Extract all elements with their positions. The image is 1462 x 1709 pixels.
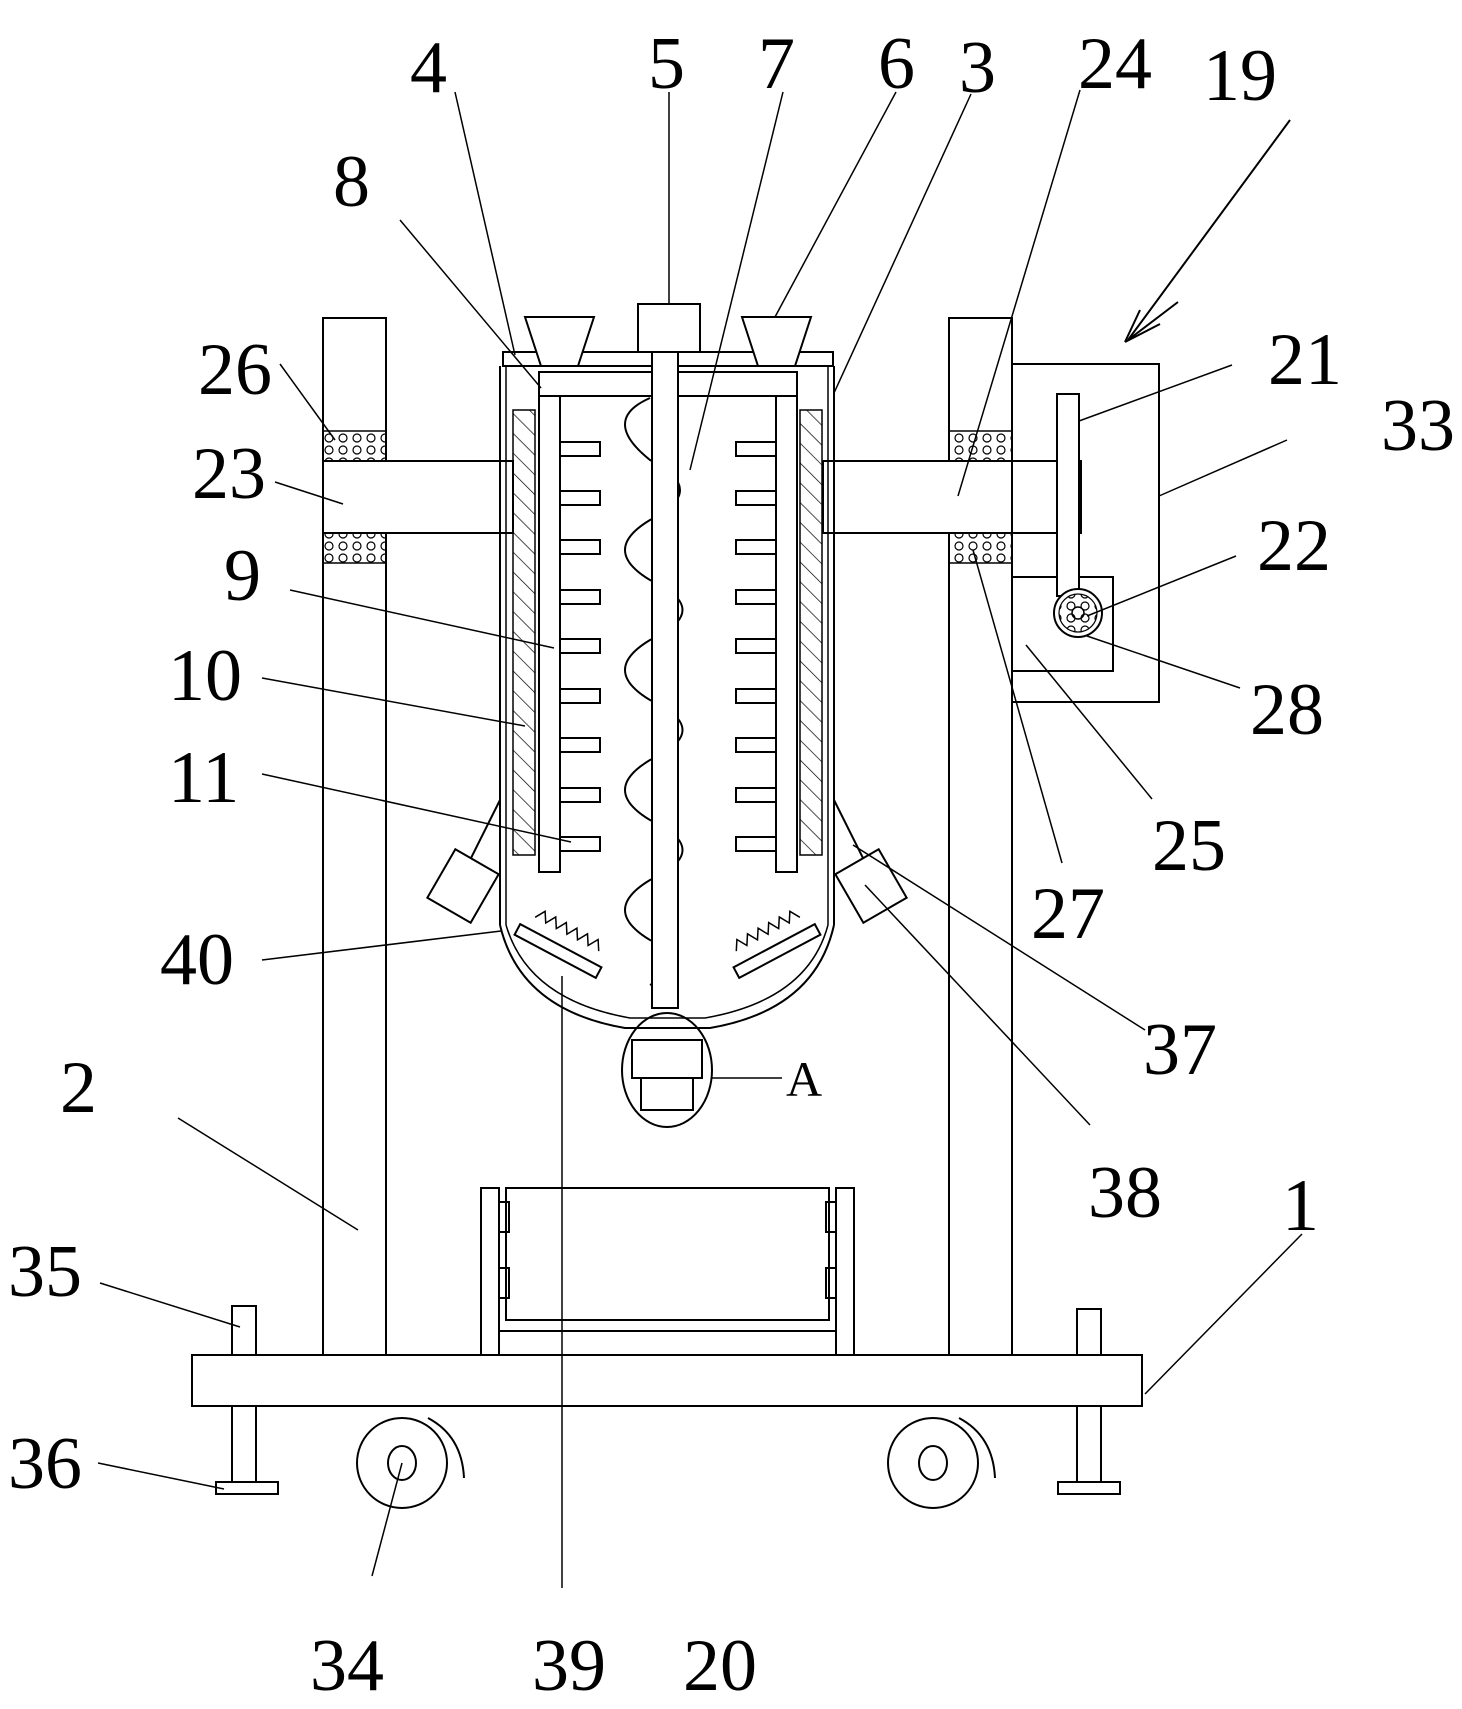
label-1: 1 — [1282, 1165, 1319, 1247]
columns — [322, 317, 1013, 1356]
label-8: 8 — [333, 141, 370, 223]
label-26: 26 — [198, 329, 272, 411]
label-19: 19 — [1203, 35, 1277, 117]
label-22: 22 — [1257, 505, 1331, 587]
label-21: 21 — [1268, 319, 1342, 401]
support-feet — [215, 1305, 1121, 1495]
label-37: 37 — [1143, 1009, 1217, 1091]
part-labels: 1 2 3 4 5 6 7 8 9 10 11 19 20 21 22 23 2… — [8, 23, 1455, 1707]
label-9: 9 — [224, 535, 261, 617]
label-36: 36 — [8, 1423, 82, 1505]
label-34: 34 — [310, 1625, 384, 1707]
collection-box — [480, 1187, 855, 1356]
label-5: 5 — [648, 23, 685, 105]
label-20: 20 — [683, 1625, 757, 1707]
label-6: 6 — [878, 23, 915, 105]
label-39: 39 — [532, 1625, 606, 1707]
label-2: 2 — [60, 1047, 97, 1129]
mixing-tank — [499, 303, 835, 1029]
drive-box — [1011, 363, 1160, 703]
label-28: 28 — [1250, 669, 1324, 751]
wheels — [356, 1417, 996, 1509]
base-plate — [191, 1354, 1143, 1407]
label-27: 27 — [1031, 873, 1105, 955]
outlet-valve — [621, 1012, 713, 1128]
label-40: 40 — [160, 919, 234, 1001]
label-33: 33 — [1381, 385, 1455, 467]
label-38: 38 — [1088, 1152, 1162, 1234]
cross-arms — [322, 460, 1082, 534]
stirring-frame — [538, 371, 798, 873]
label-7: 7 — [758, 23, 795, 105]
label-11: 11 — [168, 737, 239, 819]
label-A: A — [786, 1051, 822, 1107]
label-35: 35 — [8, 1231, 82, 1313]
leader-lines — [97, 89, 1303, 1588]
label-10: 10 — [168, 635, 242, 717]
label-24: 24 — [1078, 23, 1152, 105]
arrow-19 — [1124, 119, 1291, 343]
label-25: 25 — [1152, 805, 1226, 887]
label-4: 4 — [410, 27, 447, 109]
label-23: 23 — [192, 433, 266, 515]
screw-shaft — [624, 351, 684, 1009]
label-3: 3 — [959, 27, 996, 109]
